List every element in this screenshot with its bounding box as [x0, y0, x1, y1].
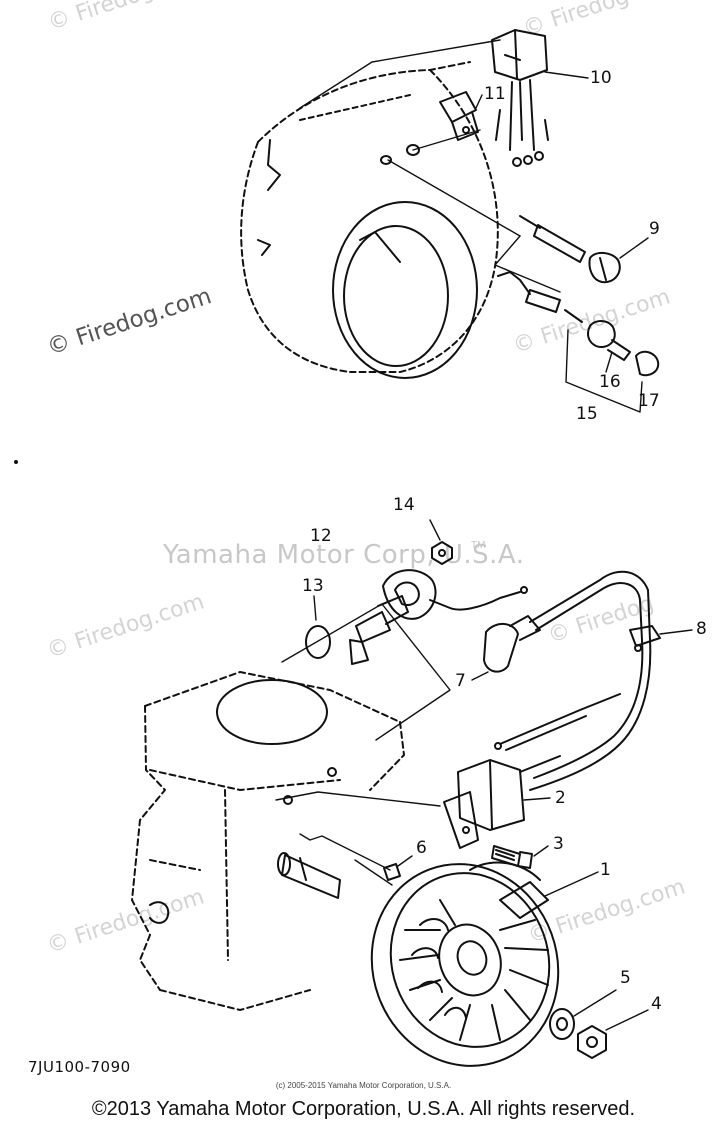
key-6: [383, 863, 401, 881]
callout-3: 3: [553, 834, 564, 854]
callout-14: 14: [393, 495, 415, 515]
upper-leaders: [299, 39, 561, 293]
callout-9: 9: [649, 219, 660, 239]
plug-cap-7: [483, 615, 541, 673]
callout-8: 8: [696, 619, 707, 639]
callout-5: 5: [620, 968, 631, 988]
callout-7: 7: [455, 671, 466, 691]
bracket-11: [439, 91, 479, 141]
switch-15: [497, 271, 660, 377]
callout-6: 6: [416, 838, 427, 858]
callout-4: 4: [651, 994, 662, 1014]
callout-2: 2: [555, 788, 566, 808]
trademark-mark: TM: [471, 540, 486, 551]
diagram-code: 7JU100-7090: [28, 1058, 131, 1076]
copyright-notice: ©2013 Yamaha Motor Corporation, U.S.A. A…: [91, 1098, 636, 1120]
switch-9: [519, 215, 621, 284]
wires: [494, 693, 621, 751]
lower-leaders: [275, 603, 451, 886]
callout-16: 16: [599, 372, 621, 392]
ignition-coil-2: [443, 755, 561, 849]
control-box: [491, 29, 549, 167]
callout-12: 12: [310, 526, 332, 546]
callout-15: 15: [576, 404, 598, 424]
lead-8: [529, 570, 661, 791]
small-copyright: (c) 2005-2015 Yamaha Motor Corporation, …: [275, 1081, 452, 1090]
nut-14: [431, 541, 453, 565]
nut-4: [577, 1025, 607, 1059]
o-ring-13: [305, 625, 331, 659]
crankshaft: [277, 852, 341, 899]
brand-watermark: Yamaha Motor Corp, U.S.A.: [163, 540, 525, 570]
crankcase: [131, 671, 405, 1011]
callout-10: 10: [590, 68, 612, 88]
fan-shroud: [240, 61, 499, 379]
flywheel-1: [370, 861, 560, 1067]
callout-13: 13: [302, 576, 324, 596]
callout-1: 1: [600, 860, 611, 880]
washer-5: [549, 1008, 575, 1040]
callout-17: 17: [638, 391, 660, 411]
rotor-12: [349, 569, 528, 665]
callout-11: 11: [484, 84, 506, 104]
